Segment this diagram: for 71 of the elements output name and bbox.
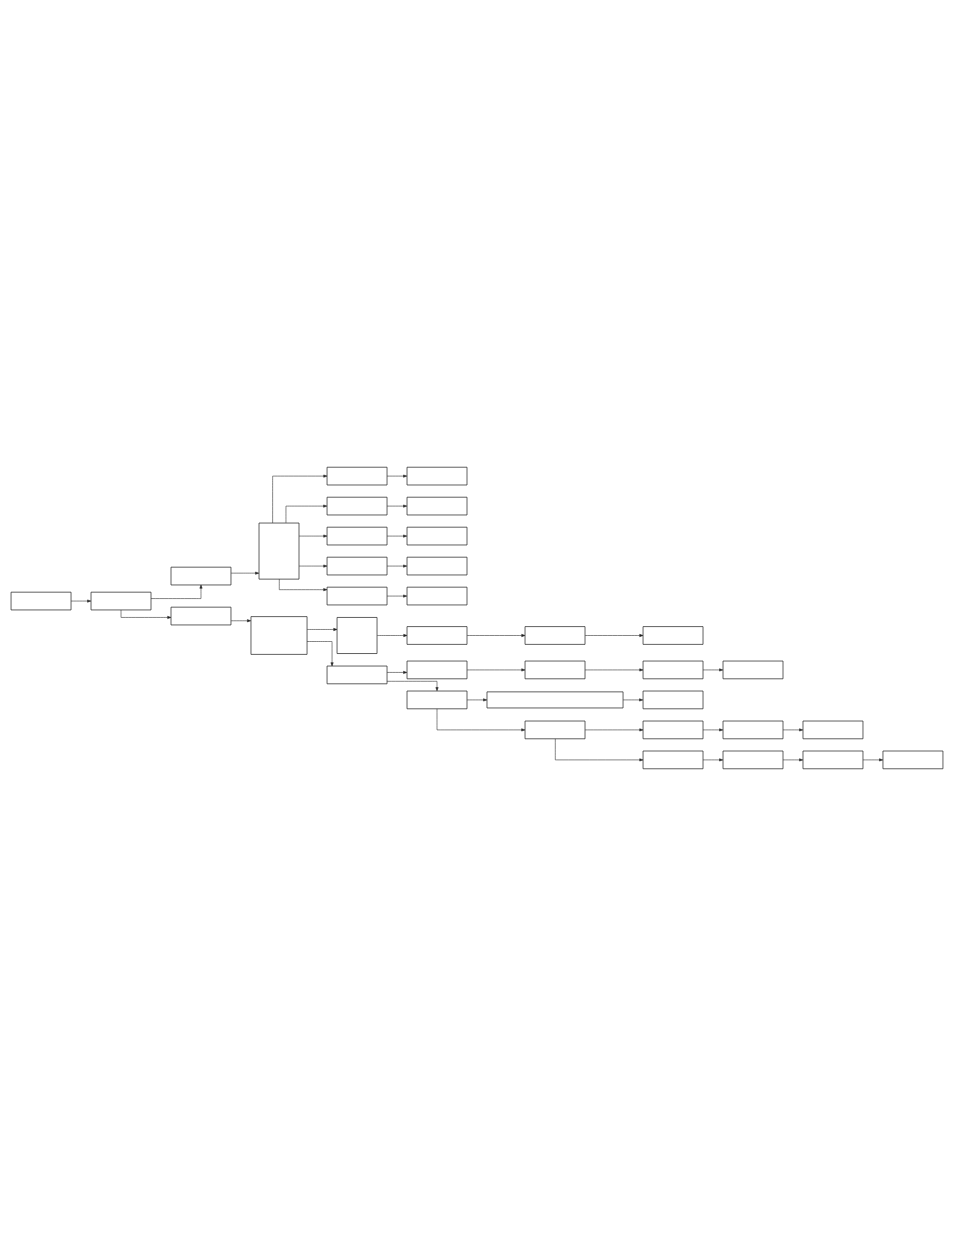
arrow (584, 668, 644, 671)
arrow (306, 640, 334, 666)
arrow (702, 727, 724, 731)
arrow (584, 727, 644, 731)
arrow (70, 599, 92, 602)
node-box (406, 496, 468, 515)
node-box (722, 720, 784, 739)
node-box (524, 720, 586, 739)
arrow (702, 757, 724, 761)
node-box (406, 556, 468, 575)
arrow (120, 609, 172, 619)
node-box (486, 691, 624, 708)
node-box (406, 586, 468, 605)
arrow (376, 633, 408, 637)
arrow (782, 757, 804, 761)
node-box (524, 660, 586, 679)
node-box (802, 750, 864, 769)
node-box (406, 466, 468, 485)
node-box (90, 591, 152, 610)
arrow (272, 474, 328, 523)
node-box (326, 665, 388, 684)
arrow (386, 594, 408, 597)
node-box (406, 625, 468, 645)
node-box (170, 566, 232, 585)
node-box (326, 466, 388, 485)
arrow (862, 757, 884, 761)
node-box (258, 522, 300, 579)
node-box (524, 625, 586, 645)
node-box (882, 750, 944, 769)
arrow (466, 697, 488, 701)
arrow (436, 708, 526, 731)
arrow (584, 633, 644, 637)
arrow (555, 738, 644, 761)
arrow (230, 618, 251, 622)
node-box (326, 556, 388, 575)
node-box (642, 625, 704, 645)
node-box (642, 750, 704, 769)
arrow (150, 584, 203, 599)
arrow (279, 578, 328, 591)
node-box (406, 690, 468, 709)
arrow (466, 633, 526, 637)
node-box (326, 496, 388, 515)
arrow (306, 627, 338, 631)
node-box (10, 591, 72, 610)
node-box (802, 720, 864, 739)
node-box (642, 690, 704, 709)
node-box (722, 750, 784, 769)
node-box (642, 720, 704, 739)
arrow (386, 564, 408, 567)
node-box (170, 606, 232, 625)
node-box (642, 660, 704, 679)
arrow (386, 474, 408, 478)
arrow (386, 534, 408, 538)
arrow (622, 697, 644, 701)
node-box (326, 586, 388, 605)
node-box (406, 660, 468, 679)
node-box (336, 616, 378, 654)
node-box (326, 526, 388, 545)
arrow (230, 571, 260, 575)
node-box (406, 526, 468, 545)
arrow (702, 668, 724, 671)
arrow (298, 534, 328, 538)
arrow (386, 670, 408, 674)
arrow (466, 668, 526, 671)
node-box (722, 660, 784, 679)
arrow (782, 727, 804, 731)
arrow (386, 680, 439, 691)
arrow (386, 504, 408, 508)
node-box (250, 615, 308, 655)
arrow (298, 564, 328, 567)
arrow (285, 504, 328, 523)
